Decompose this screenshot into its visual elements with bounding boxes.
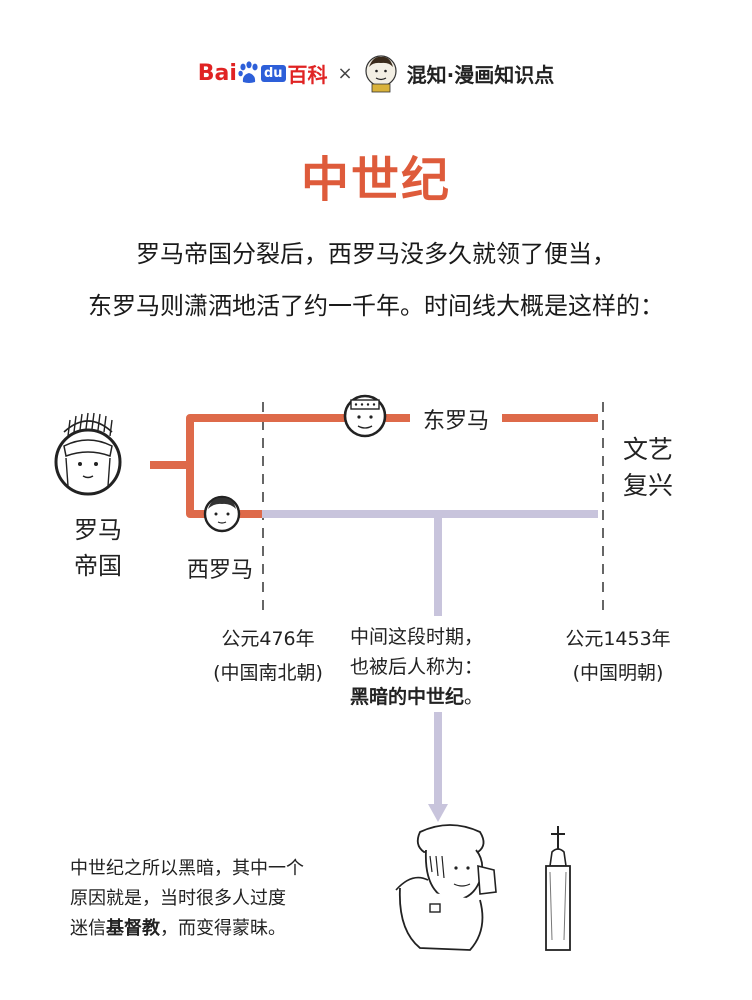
renaissance-label: 文艺 复兴 bbox=[606, 432, 690, 504]
roman-empire-label-line-1: 罗马 bbox=[74, 516, 122, 544]
start-date-note: (中国南北朝) bbox=[213, 662, 323, 684]
east-rome-face-icon bbox=[343, 394, 387, 438]
renaissance-label-line-2: 复兴 bbox=[622, 471, 673, 500]
end-date: 公元1453年 bbox=[565, 628, 671, 650]
bottom-caption-post: ，而变得蒙昧。 bbox=[160, 918, 286, 939]
start-date: 公元476年 bbox=[221, 628, 315, 650]
bottom-caption-bold: 基督教 bbox=[106, 918, 160, 939]
middle-ages-end: 。 bbox=[464, 686, 484, 708]
renaissance-label-line-1: 文艺 bbox=[622, 435, 673, 464]
collab-separator: × bbox=[337, 62, 353, 84]
intro-line-2: 东罗马则潇洒地活了约一千年。时间线大概是这样的： bbox=[88, 292, 664, 320]
paw-icon bbox=[238, 61, 258, 83]
east-rome-line bbox=[150, 414, 598, 469]
candle-cross-icon bbox=[545, 826, 571, 951]
end-date-label: 公元1453年 (中国明朝) bbox=[538, 622, 698, 690]
end-date-note: (中国明朝) bbox=[572, 662, 664, 684]
mascot-avatar-icon[interactable] bbox=[363, 53, 399, 93]
baidu-logo-bai: Bai bbox=[197, 60, 237, 86]
east-rome-label: 东罗马 bbox=[410, 403, 502, 435]
middle-ages-line-3: 黑暗的中世纪。 bbox=[350, 682, 530, 712]
west-rome-label: 西罗马 bbox=[186, 558, 253, 583]
start-date-label: 公元476年 (中国南北朝) bbox=[188, 622, 348, 690]
bottom-caption-line-1: 中世纪之所以黑暗，其中一个 bbox=[70, 858, 304, 879]
middle-ages-label: 中间这段时期， 也被后人称为： 黑暗的中世纪。 bbox=[350, 622, 530, 712]
brand-name[interactable]: 混知·漫画知识点 bbox=[406, 62, 555, 87]
baidu-logo-du: du bbox=[260, 64, 286, 82]
bottom-caption-line-3: 迷信基督教，而变得蒙昧。 bbox=[70, 914, 380, 944]
baidu-logo-baike: 百科 bbox=[287, 62, 328, 87]
praying-monk-illustration bbox=[395, 824, 497, 951]
intro-line-1: 罗马帝国分裂后，西罗马没多久就领了便当， bbox=[136, 240, 616, 268]
west-rome-face-icon bbox=[203, 495, 241, 533]
bottom-caption-line-2: 原因就是，当时很多人过度 bbox=[70, 888, 286, 909]
middle-ages-bold: 黑暗的中世纪 bbox=[350, 686, 465, 708]
bottom-caption-pre: 迷信 bbox=[70, 918, 106, 939]
down-arrow-head bbox=[428, 804, 448, 822]
header: Bai du 百科 × 混知·漫画知识点 bbox=[0, 50, 752, 96]
baidu-baike-logo[interactable]: Bai du 百科 bbox=[198, 59, 328, 88]
page-title: 中世纪 bbox=[300, 152, 451, 208]
middle-ages-line-1: 中间这段时期， bbox=[350, 626, 484, 648]
roman-empire-label: 罗马 帝国 bbox=[58, 512, 138, 584]
bottom-caption: 中世纪之所以黑暗，其中一个 原因就是，当时很多人过度 迷信基督教，而变得蒙昧。 bbox=[70, 854, 380, 944]
roman-empire-label-line-2: 帝国 bbox=[74, 552, 122, 580]
roman-soldier-icon bbox=[54, 412, 122, 496]
middle-ages-line-2: 也被后人称为： bbox=[350, 656, 484, 678]
